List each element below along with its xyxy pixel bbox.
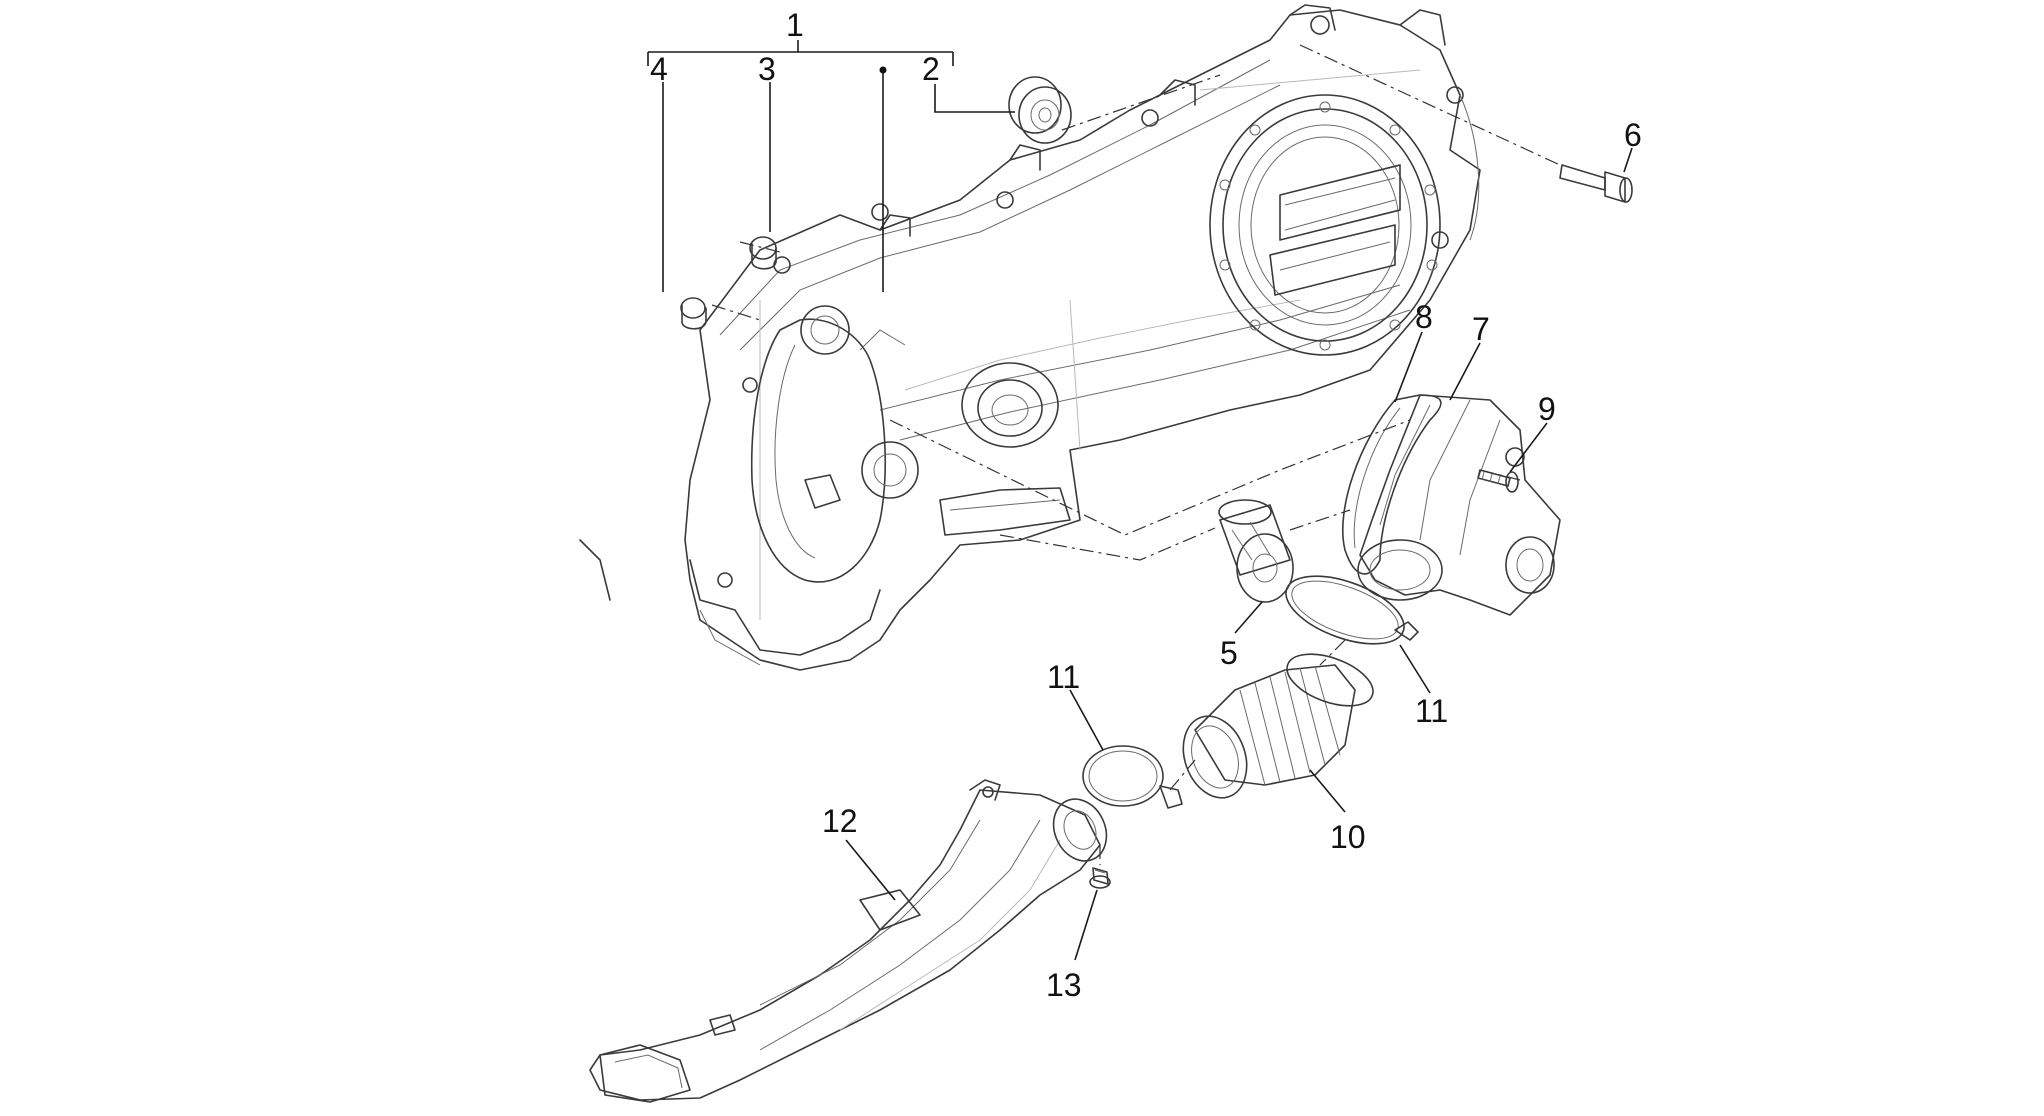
callout-9: 9 [1538,391,1556,427]
intake-duct-part-7 [1357,394,1561,616]
bolt-part-6 [1559,164,1633,203]
assembly-axes [711,44,1561,865]
callout-11-upper: 11 [1415,693,1448,729]
leader-lines [647,40,1633,961]
air-duct-part-12 [589,779,1108,1103]
callout-10: 10 [1330,819,1366,855]
transmission-cover [579,4,1481,671]
hose-clamp-lower-part-11 [1082,745,1183,809]
callout-8: 8 [1415,299,1433,335]
callout-11-lower: 11 [1047,659,1080,695]
callout-13: 13 [1046,967,1082,1003]
callout-7: 7 [1472,311,1490,347]
hose-clamp-upper-part-11 [1285,575,1419,645]
screw-part-13 [1089,867,1111,889]
callout-5: 5 [1220,635,1238,671]
callout-12: 12 [822,803,858,839]
filter-part-5 [1218,499,1294,603]
callout-1: 1 [786,7,804,43]
callout-3: 3 [758,51,776,87]
bellows-hose-part-10 [1182,653,1374,799]
gasket-part-8 [1341,394,1442,575]
callout-2: 2 [922,51,940,87]
bearing-part-2 [1008,76,1072,144]
callout-4: 4 [650,51,668,87]
callout-6: 6 [1624,117,1642,153]
callout-labels: 1 2 3 4 5 6 7 8 9 10 11 11 12 13 [650,7,1642,1003]
bush-part-4 [680,297,707,330]
screw-part-9 [1477,469,1519,493]
bush-part-3 [749,236,777,270]
